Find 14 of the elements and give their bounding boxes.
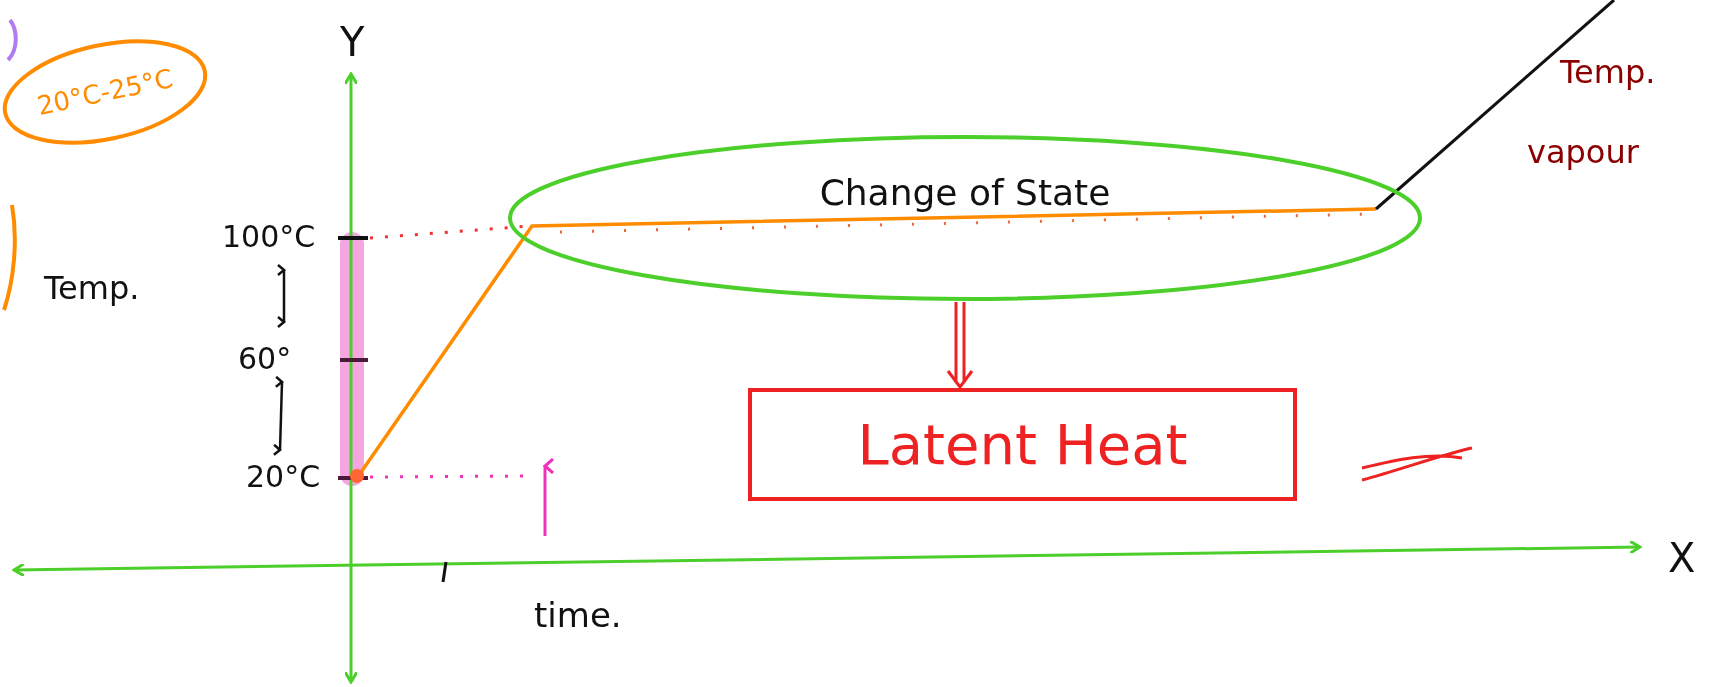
- axis-title: time.: [534, 598, 622, 632]
- process-box: [747, 387, 1298, 502]
- note-text: Temp.: [1560, 56, 1656, 88]
- tick-label: 100°C: [222, 222, 316, 252]
- node-label: Latent Heat: [857, 412, 1188, 477]
- note-text: vapour: [1527, 136, 1639, 168]
- tick-label: 60°: [238, 344, 292, 374]
- tick-label: 20°C: [246, 462, 321, 492]
- axis-title: Temp.: [44, 272, 140, 304]
- node-label: Change of State: [819, 171, 1111, 213]
- ellipse-node: [507, 134, 1423, 302]
- axis-label: X: [1668, 538, 1696, 578]
- double-arrow: [946, 300, 974, 390]
- axis-label: Y: [340, 22, 365, 62]
